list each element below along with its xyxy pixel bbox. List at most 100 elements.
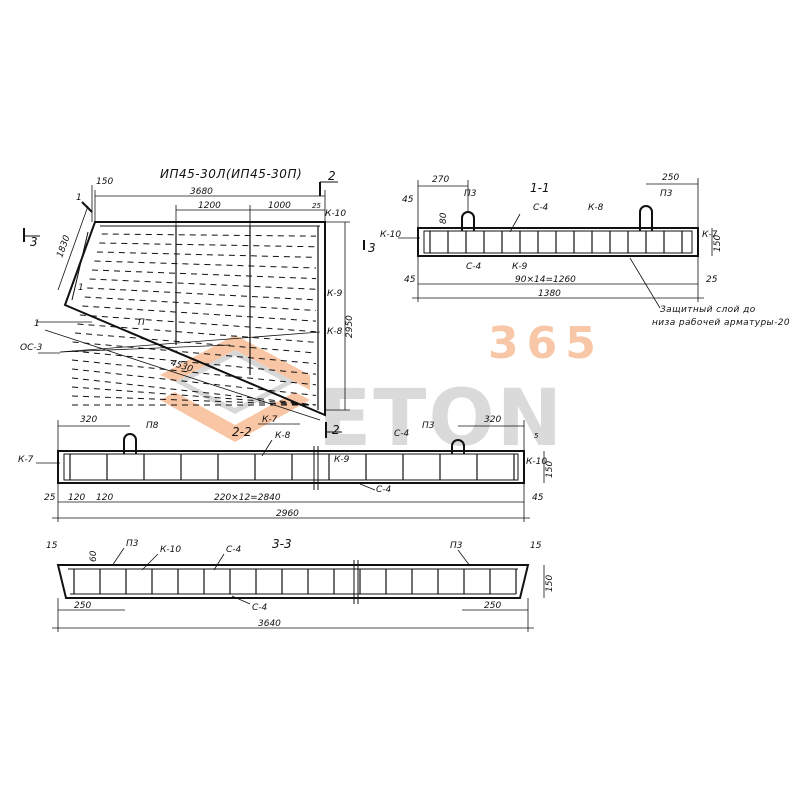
plan-hatch-line [92, 269, 317, 280]
plan-label-p: П [138, 318, 145, 328]
section11-dim-chain: 90×14=1260 [515, 275, 576, 285]
plan-hatch-line [82, 305, 317, 322]
section33-label-p3a: П3 [126, 539, 139, 549]
plan-label-k8: К-8 [327, 327, 343, 337]
section11-label-k7: К-7 [702, 230, 718, 240]
section22-label-p8: П8 [146, 421, 159, 431]
section22-dim-5: 5 [534, 432, 539, 440]
plan-section-mark-2: 2 [328, 169, 336, 183]
section33-label-k10: К-10 [160, 545, 181, 555]
plan-dim-3680: 3680 [190, 187, 213, 197]
plan-label-k10: К-10 [325, 209, 346, 219]
plan-section-mark-1a: 1 [76, 193, 82, 203]
section22-dim-320a: 320 [80, 415, 97, 425]
section33-label-c4a: С-4 [226, 545, 242, 555]
section33-dim-3640: 3640 [258, 619, 281, 629]
section22-label-c4a: С-4 [394, 429, 410, 439]
section11-label-p3a: П3 [464, 189, 477, 199]
section11-note-line2: низа рабочей арматуры-20 [652, 318, 790, 328]
section-2-2: 2-2 320 320 5 150 25 120 120 220×12=2840… [18, 415, 555, 522]
plan-view: ИП45-30Л(ИП45-30П) 3680 1200 1000 25 150… [20, 167, 355, 425]
plan-dim-150: 150 [96, 177, 113, 187]
plan-title: ИП45-30Л(ИП45-30П) [160, 167, 302, 181]
section22-label-k8: К-8 [275, 431, 291, 441]
section33-title: 3-3 [272, 537, 292, 551]
section33-stirrups [73, 569, 517, 594]
section11-dim-1380: 1380 [538, 289, 561, 299]
section22-lift-loop-right-icon [451, 439, 465, 454]
section11-dim-150: 150 [713, 235, 723, 252]
plan-hatch-line [77, 323, 317, 343]
section33-dim-15a: 15 [46, 541, 58, 551]
section33-label-c4b: С-4 [252, 603, 268, 613]
section11-lift-loop-right-icon [639, 205, 653, 231]
section11-label-k10: К-10 [380, 230, 401, 240]
section-3-3: 3-3 15 15 60 150 250 250 3640 П3 П3 К-10… [46, 537, 555, 632]
plan-label-k9: К-9 [327, 289, 343, 299]
plan-label-oc3: ОС-3 [20, 343, 43, 353]
section11-mark-3: 3 [368, 241, 376, 255]
plan-hatch-line [74, 332, 317, 354]
section11-label-p3b: П3 [660, 189, 673, 199]
section11-dim-45b: 45 [404, 275, 416, 285]
plan-section-mark-1c: 1 [34, 319, 40, 329]
section22-outline [57, 450, 525, 484]
section22-dim-45: 45 [532, 493, 544, 503]
plan-hatch-line [79, 314, 317, 333]
section11-title: 1-1 [530, 181, 550, 195]
plan-dim-1200: 1200 [198, 201, 221, 211]
watermark: 365 ETON [160, 318, 596, 464]
plan-hatch-line [84, 296, 317, 311]
section11-dim-270: 270 [432, 175, 449, 185]
plan-hatch-line [71, 377, 317, 406]
section22-dim-150: 150 [545, 461, 555, 478]
section22-dim-2960: 2960 [276, 509, 299, 519]
section11-dim-80: 80 [439, 212, 449, 224]
section33-dim-250a: 250 [74, 601, 91, 611]
plan-hatch-line [71, 386, 317, 406]
plan-section-mark-1b: 1 [78, 283, 84, 293]
section22-dim-320b: 320 [484, 415, 501, 425]
section33-dim-150: 150 [545, 575, 555, 592]
plan-hatch-line [101, 233, 317, 237]
plan-hatch-line [71, 368, 317, 396]
section22-dim-chain: 220×12=2840 [214, 493, 281, 503]
section22-label-k7a: К-7 [18, 455, 34, 465]
section22-dim-120a: 120 [68, 493, 85, 503]
section22-title: 2-2 [232, 425, 252, 439]
plan-hatch-line [71, 350, 317, 375]
section33-dim-60: 60 [89, 550, 99, 562]
section33-outline [56, 564, 530, 599]
section11-stirrups [429, 231, 683, 253]
section22-dim-25: 25 [44, 493, 56, 503]
section22-mark-2: 2 [332, 423, 340, 437]
plan-hatch-line [71, 359, 317, 386]
section22-label-k10: К-10 [526, 457, 547, 467]
section11-dim-45a: 45 [402, 195, 414, 205]
watermark-word: ETON [318, 374, 564, 464]
plan-dim-1000: 1000 [268, 201, 291, 211]
section-1-1: 1-1 270 250 45 80 150 45 25 90×14=1260 1… [363, 173, 790, 328]
plan-hatch-line [94, 260, 317, 269]
plan-hatch-line [89, 278, 317, 290]
section11-note-line1: Защитный слой до [660, 305, 756, 315]
section11-label-k9: К-9 [512, 262, 528, 272]
plan-hatch-line [96, 251, 317, 258]
section22-stirrups [69, 454, 515, 480]
section22-label-c4b: С-4 [376, 485, 392, 495]
plan-hatch-line [87, 287, 317, 301]
section11-dim-25: 25 [706, 275, 718, 285]
plan-label-k7: К-7 [262, 415, 278, 425]
section22-label-p3: П3 [422, 421, 435, 431]
section11-label-c4b: С-4 [466, 262, 482, 272]
section33-label-p3b: П3 [450, 541, 463, 551]
section11-label-c4a: С-4 [533, 203, 549, 213]
section11-dim-250: 250 [662, 173, 679, 183]
section11-outline [417, 227, 699, 257]
section33-dim-15b: 15 [530, 541, 542, 551]
plan-dim-2950: 2950 [345, 315, 355, 338]
plan-section-mark-3: 3 [30, 235, 38, 249]
plan-reinforcement-hatch [71, 233, 317, 406]
section33-dim-250b: 250 [484, 601, 501, 611]
